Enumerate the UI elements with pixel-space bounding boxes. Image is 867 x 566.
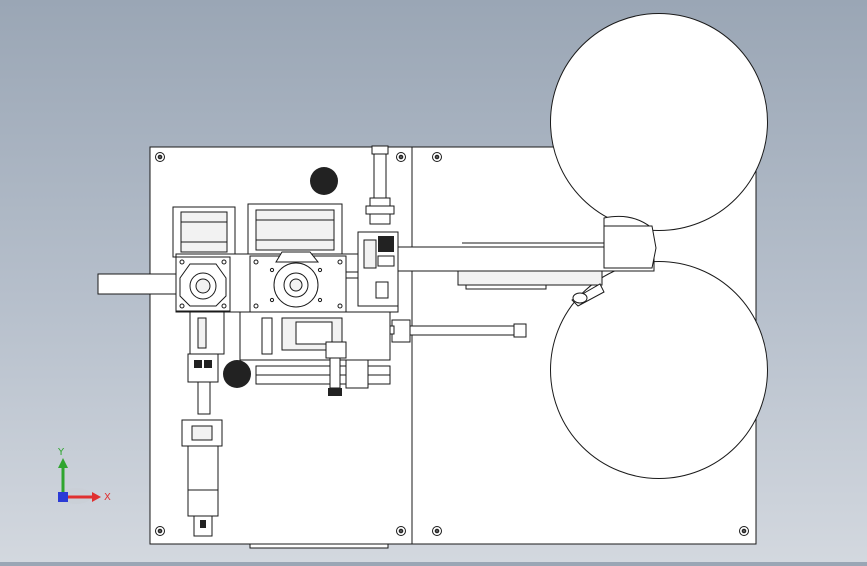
left-slide-block[interactable]	[187, 353, 219, 383]
upper-air-tube[interactable]	[373, 151, 387, 199]
left-vertical-slide[interactable]	[189, 311, 225, 355]
right-air-tube[interactable]	[407, 325, 521, 336]
lower-clamp[interactable]	[325, 341, 347, 359]
right-plate-screws	[432, 152, 749, 536]
arm-tip-block[interactable]	[603, 225, 657, 269]
lower-reel[interactable]	[550, 261, 768, 479]
triad-y-arrowhead	[58, 458, 68, 468]
triad-x-arrowhead	[92, 492, 101, 502]
left-push-bar[interactable]	[97, 273, 179, 295]
triad-y-label: Y	[57, 447, 65, 458]
triad-z-marker	[58, 492, 68, 502]
plate-bottom-tab	[249, 543, 389, 549]
upper-reel[interactable]	[550, 13, 768, 231]
coordinate-triad: Y X	[57, 447, 111, 504]
triad-x-label: X	[104, 492, 111, 503]
right-fitting[interactable]	[391, 319, 411, 343]
left-plate-screws	[155, 152, 406, 536]
vertical-cylinder-body[interactable]	[187, 445, 219, 517]
lower-dark-disc[interactable]	[223, 360, 251, 388]
tape-carriage[interactable]	[457, 270, 603, 286]
upper-dark-disc[interactable]	[310, 167, 338, 195]
